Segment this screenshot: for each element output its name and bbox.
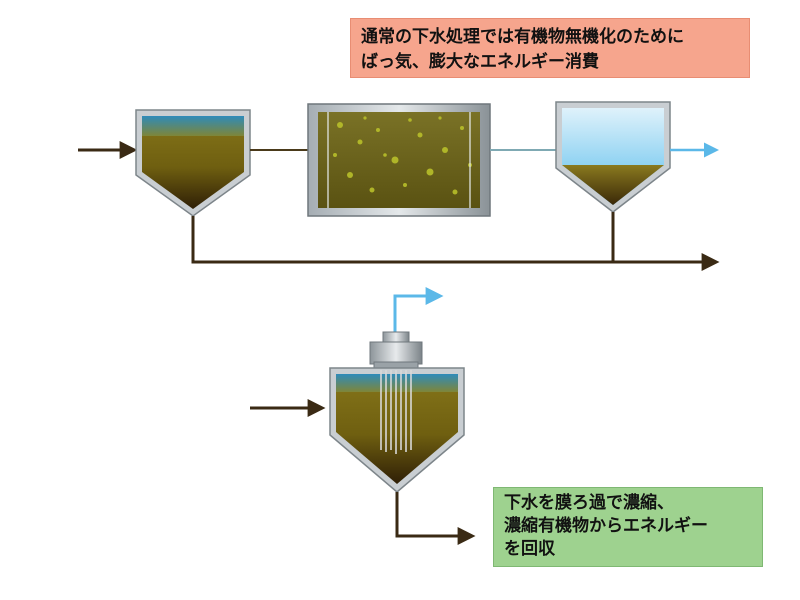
membrane-module: [369, 331, 423, 371]
concentrate-arrow: [395, 492, 476, 545]
membrane-tank: [329, 367, 465, 493]
aeration-tank: [307, 103, 491, 217]
membrane-note-line-3: を回収: [504, 539, 555, 559]
conventional-note-line-1: 通常の下水処理では有機物無機化のために: [361, 27, 684, 47]
membrane-note-line-2: 濃縮有機物からエネルギー: [504, 516, 708, 536]
membrane-note-line-1: 下水を膜ろ過で濃縮、: [504, 493, 674, 513]
primary-settling-tank: [135, 109, 251, 217]
conventional-process-note: 通常の下水処理では有機物無機化のために ばっ気、膨大なエネルギー消費: [350, 18, 750, 78]
permeate-arrow: [393, 287, 444, 334]
conventional-process: [78, 101, 720, 271]
sludge-line: [191, 216, 720, 271]
membrane-fibers: [380, 370, 412, 454]
conventional-note-line-2: ばっ気、膨大なエネルギー消費: [361, 52, 599, 72]
membrane-process: [250, 287, 476, 545]
secondary-settling-tank: [555, 101, 671, 213]
membrane-process-note: 下水を膜ろ過で濃縮、 濃縮有機物からエネルギー を回収: [493, 487, 763, 567]
